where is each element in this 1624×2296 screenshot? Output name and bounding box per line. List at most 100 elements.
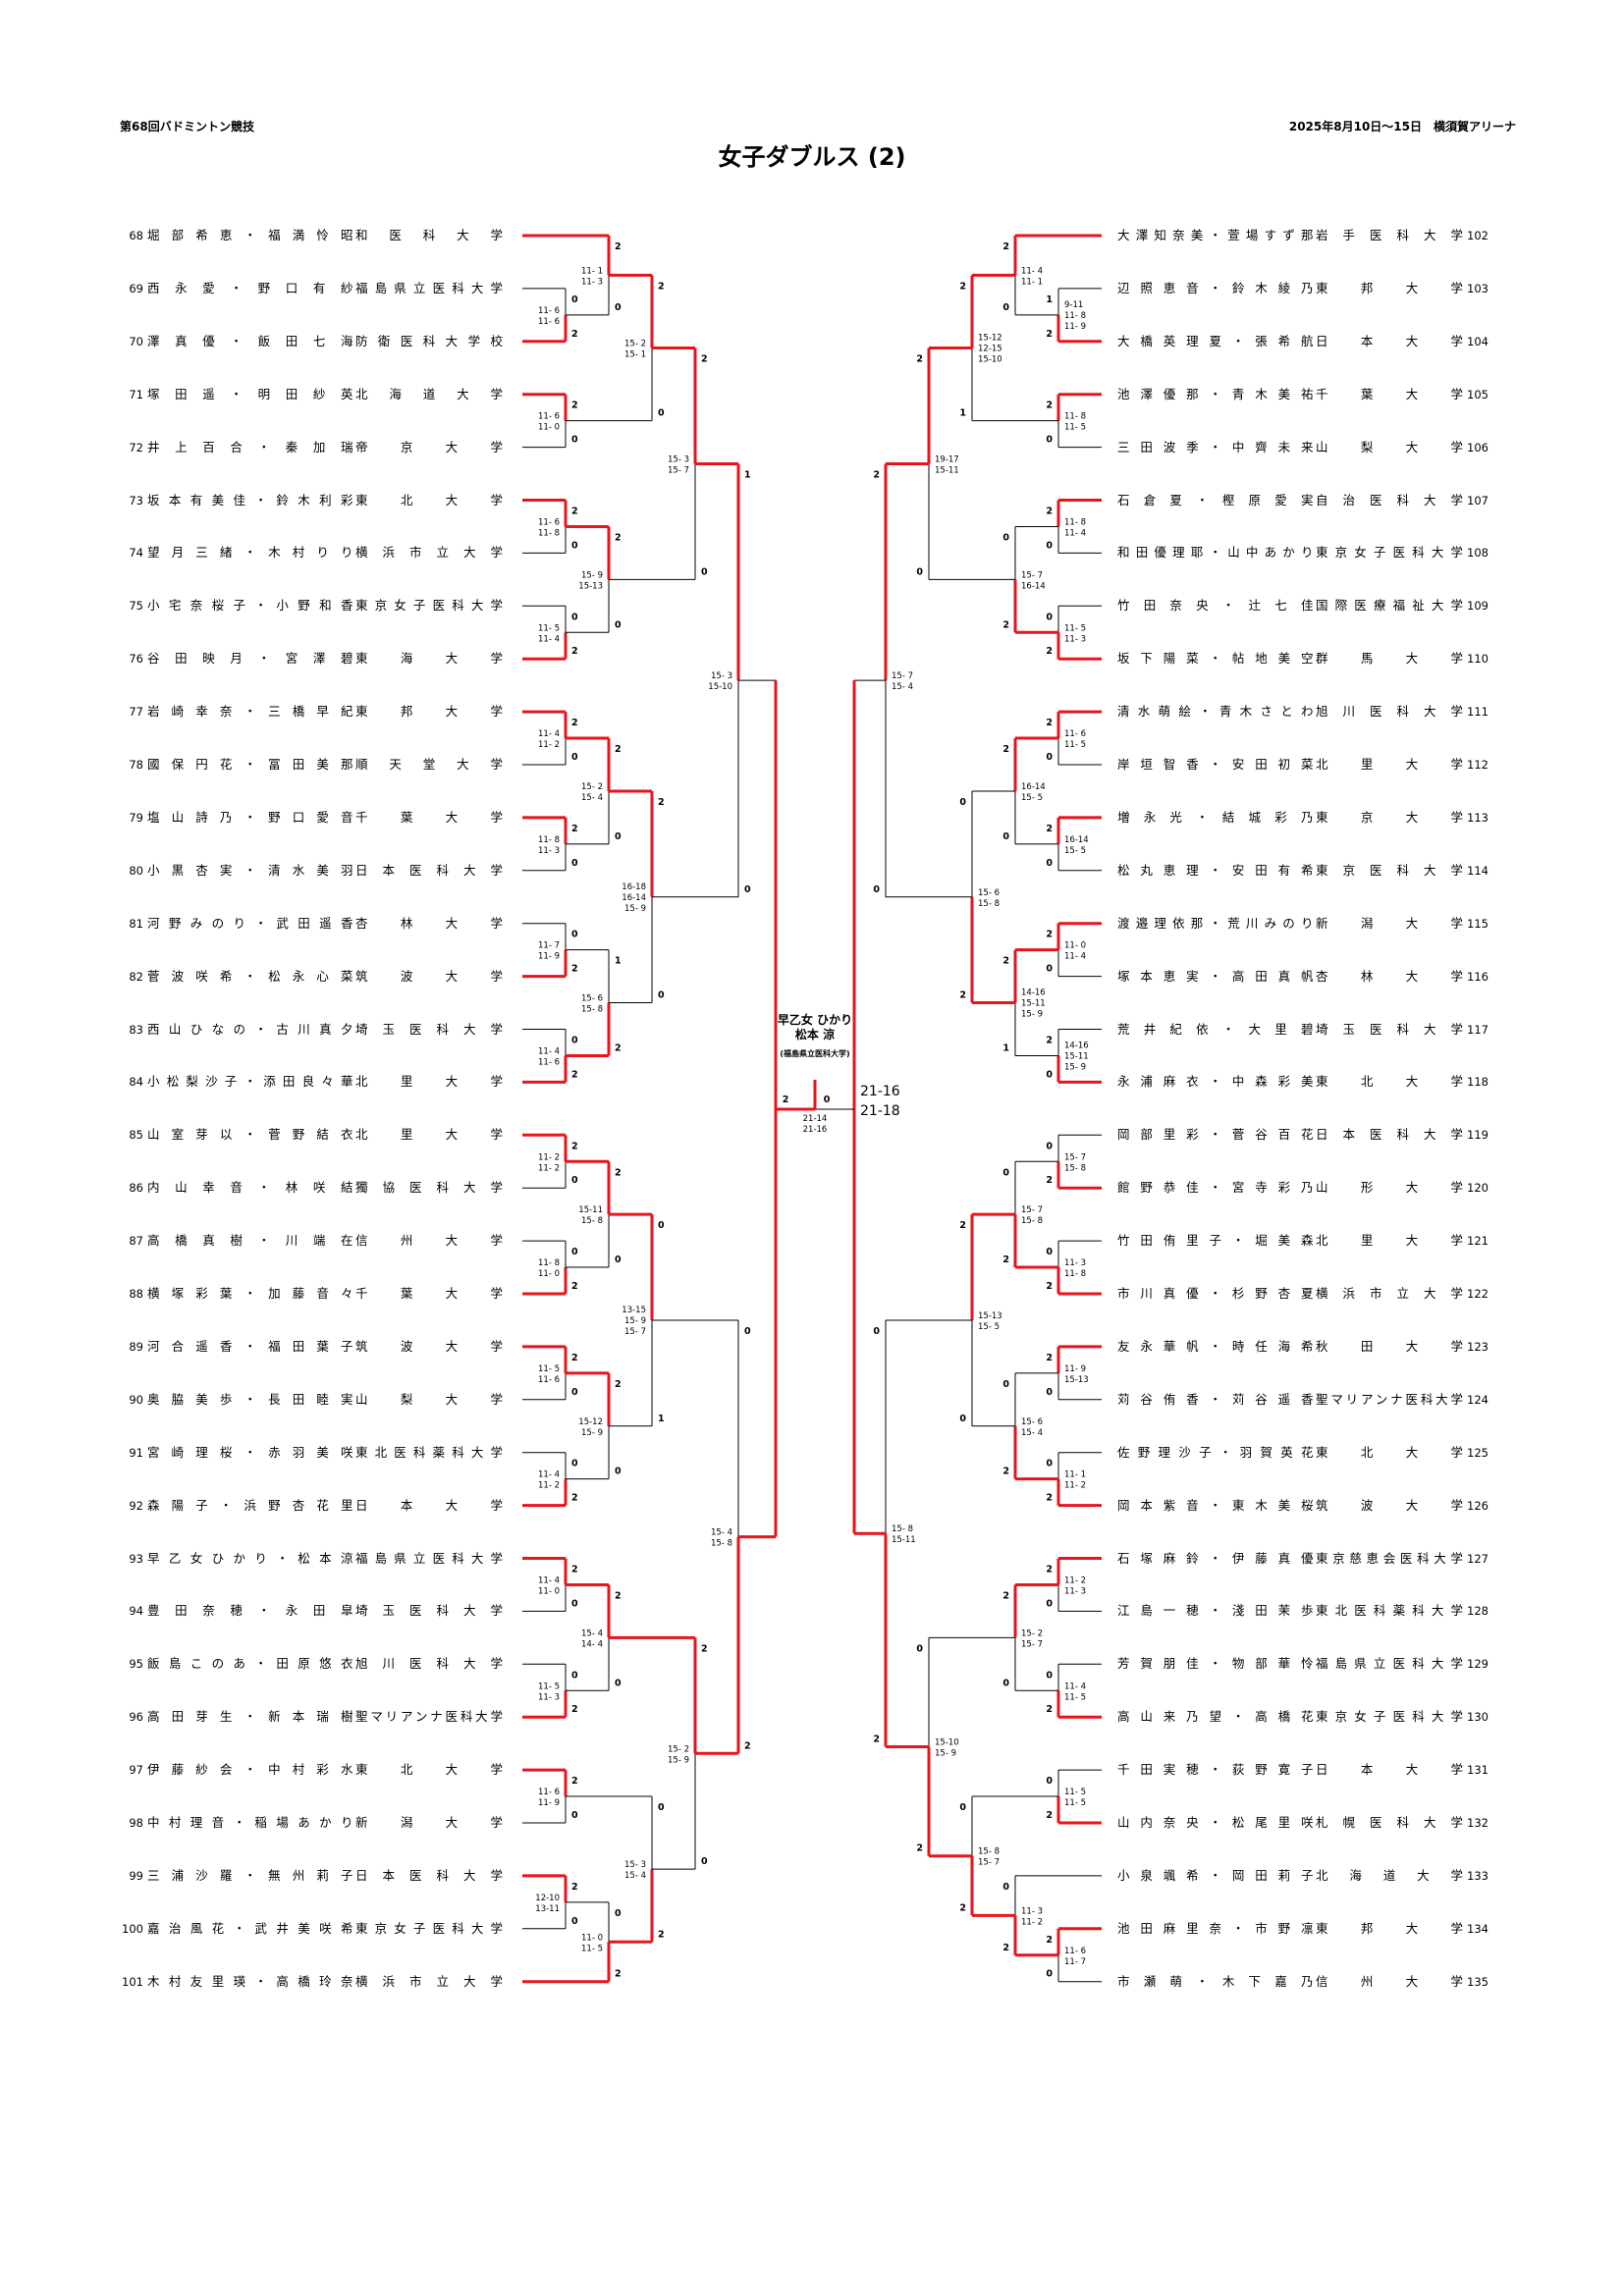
game-score: 11- 5 [1064, 423, 1086, 433]
games-won: 0 [571, 1670, 578, 1681]
game-score: 11- 8 [1064, 412, 1086, 422]
game-score: 11- 4 [1064, 528, 1086, 538]
entry-players: 塚本恵実・高田真帆 [1117, 968, 1314, 984]
game-score: 15- 2 [624, 340, 646, 349]
games-won: 2 [615, 1167, 622, 1178]
entry-players: 國保円花・冨田美那 [147, 757, 353, 772]
entry-players: 岸垣智香・安田初菜 [1117, 757, 1314, 772]
game-score: 9-11 [1064, 300, 1083, 310]
game-score: 11- 5 [538, 1364, 560, 1374]
entry-number: 130 [1467, 1710, 1489, 1725]
entry-number: 89 [129, 1339, 143, 1354]
game-score: 16-14 [622, 893, 646, 903]
entry-players: 飯島このあ・田原悠衣 [147, 1656, 353, 1672]
entry-players: 友永華帆・時任海希 [1117, 1338, 1314, 1354]
entry-number: 86 [129, 1181, 143, 1196]
game-score: 15- 4 [624, 1871, 646, 1881]
games-won: 2 [959, 281, 966, 292]
entry-players: 佐野理沙子・羽賀英花 [1117, 1444, 1314, 1460]
entry-players: 嘉治風花・武井美咲希 [147, 1920, 353, 1936]
games-won: 2 [1046, 400, 1053, 411]
entry-school: 新潟大学 [355, 1815, 503, 1830]
champion-school: (福島県立医科大学) [780, 1049, 850, 1058]
game-score: 15- 2 [581, 782, 603, 792]
entry-number: 68 [129, 229, 143, 242]
entry-players: 増永光・結城彩乃 [1117, 809, 1314, 825]
entry-number: 110 [1467, 652, 1489, 667]
games-won: 0 [1046, 1969, 1053, 1980]
game-score: 19-17 [935, 454, 959, 464]
games-won: 2 [1046, 1704, 1053, 1715]
games-won: 2 [1002, 744, 1009, 755]
entry-number: 78 [129, 758, 143, 772]
entry-school: 東北大学 [355, 1762, 503, 1778]
entry-school: 北里大学 [355, 1074, 503, 1090]
entry-school: 聖マリアンナ医科大学 [355, 1709, 503, 1725]
game-score: 14- 4 [581, 1639, 603, 1649]
entry-school: 岩手医科大学 [1316, 228, 1463, 242]
game-score: 11- 5 [1064, 623, 1086, 633]
entry-players: 池澤優那・青木美祐 [1117, 386, 1314, 401]
entry-number: 96 [129, 1710, 143, 1725]
entry-number: 99 [129, 1868, 143, 1883]
entry-school: 筑波大学 [355, 1338, 503, 1354]
entry-number: 88 [129, 1287, 143, 1301]
games-won: 0 [571, 1916, 578, 1927]
entry-players: 岡部里彩・菅谷百花 [1117, 1127, 1314, 1143]
game-score: 11- 6 [538, 517, 560, 527]
games-won: 2 [1002, 619, 1009, 630]
entry-players: 市瀬萌・木下嘉乃 [1117, 1973, 1314, 1989]
entry-number: 79 [129, 810, 143, 825]
entry-school: 杏林大学 [355, 915, 503, 931]
entry-players: 西永愛・野口有紗 [147, 280, 353, 295]
game-score: 11- 8 [538, 528, 560, 538]
games-won: 0 [1002, 1678, 1009, 1688]
games-won: 0 [873, 884, 880, 895]
entry-players: 菅波咲希・松永心菜 [147, 968, 353, 984]
game-score: 11- 6 [1064, 1947, 1086, 1956]
entry-number: 92 [129, 1498, 143, 1513]
games-won: 2 [1046, 1565, 1053, 1575]
games-won: 2 [1046, 1353, 1053, 1363]
game-score: 11- 9 [1064, 322, 1086, 332]
game-score: 11- 6 [538, 1788, 560, 1797]
games-won: 0 [615, 302, 622, 313]
entry-players: 内山幸音・林咲結 [147, 1180, 353, 1196]
game-score: 11- 4 [538, 729, 560, 739]
entry-number: 90 [129, 1392, 143, 1407]
entry-school: 日本医科大学 [1316, 1127, 1463, 1143]
entry-players: 伊藤紗会・中村彩水 [147, 1762, 353, 1778]
entry-number: 91 [129, 1445, 143, 1460]
game-score: 15- 3 [668, 454, 689, 464]
event-name: 第68回バドミントン競技 [120, 120, 255, 133]
entry-school: 東邦大学 [355, 704, 503, 720]
entry-players: 宮崎理桜・赤羽美咲 [147, 1444, 353, 1460]
games-won: 0 [571, 1036, 578, 1046]
game-score: 11- 5 [1064, 740, 1086, 750]
game-score: 15-13 [578, 581, 603, 591]
entry-number: 95 [129, 1657, 143, 1672]
entry-number: 127 [1467, 1551, 1489, 1566]
game-score: 11- 6 [538, 1375, 560, 1385]
games-won: 0 [701, 566, 708, 577]
game-score: 11- 8 [1064, 517, 1086, 527]
entry-number: 132 [1467, 1816, 1489, 1830]
entry-school: 千葉大学 [1316, 386, 1463, 401]
game-score: 12-15 [978, 345, 1002, 354]
entry-players: 小松梨沙子・添田良々華 [147, 1074, 353, 1090]
entry-school: 北里大学 [1316, 757, 1463, 772]
